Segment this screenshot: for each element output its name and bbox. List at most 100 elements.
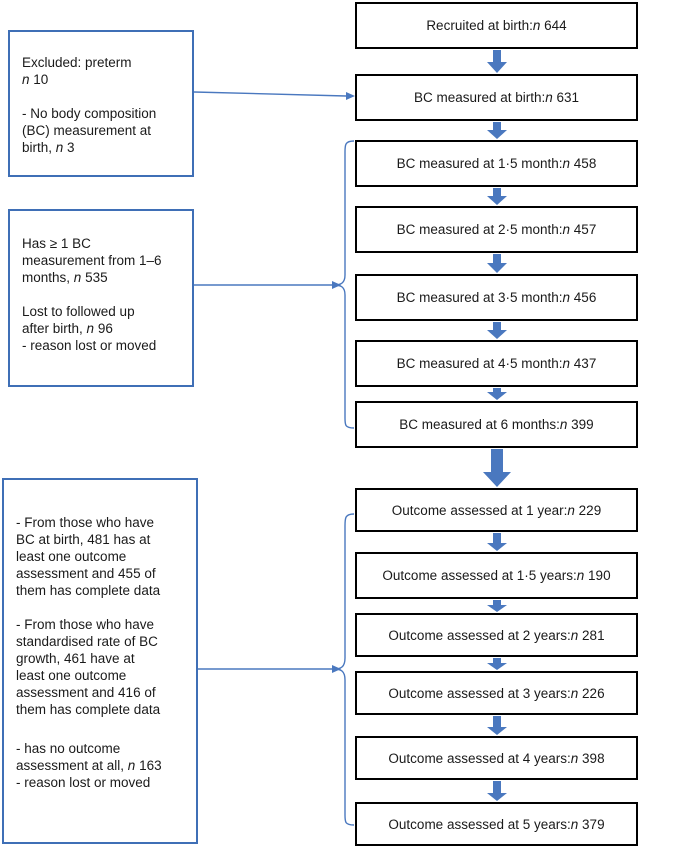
down-arrow — [487, 50, 507, 73]
outcome-line: assessment and 455 of — [16, 566, 156, 581]
followup-line: Has ≥ 1 BC — [22, 236, 91, 251]
n-symbol: n — [562, 222, 571, 237]
n-symbol: n — [559, 417, 568, 432]
outcome-line: growth, 461 have at — [16, 651, 135, 666]
n-symbol: n — [532, 18, 541, 33]
followup-text: after birth, — [22, 321, 87, 336]
brace-bracket — [333, 140, 355, 429]
box-label: BC measured at 6 months: — [399, 417, 560, 432]
box-outcome-3-years: Outcome assessed at 3 years: n 226 — [355, 671, 638, 715]
n-symbol: n — [127, 758, 136, 773]
box-label: Outcome assessed at 1 year: — [391, 502, 568, 518]
box-label: BC measured at 3·5 month: — [396, 290, 563, 305]
box-label: BC measured at 4·5 month: — [396, 356, 563, 371]
followup-count: 96 — [97, 321, 113, 336]
box-label: Outcome assessed at 5 years: — [388, 816, 571, 832]
excluded-count: 3 — [67, 140, 75, 155]
followup-line: - reason lost or moved — [22, 338, 157, 353]
outcome-line: standardised rate of BC — [16, 634, 158, 649]
box-bc-3-5-month: BC measured at 3·5 month: n 456 — [355, 274, 638, 321]
n-symbol: n — [73, 270, 82, 285]
followup-line: months, n 535 — [22, 269, 182, 286]
excluded-line: Excluded: preterm — [22, 55, 132, 70]
box-bc-1-5-month: BC measured at 1·5 month: n 458 — [355, 140, 638, 187]
n-symbol: n — [570, 816, 579, 832]
spacer — [22, 88, 182, 105]
box-recruited: Recruited at birth: n 644 — [355, 2, 638, 49]
down-arrow — [487, 781, 507, 801]
followup-count: 535 — [85, 270, 108, 285]
box-count: 281 — [582, 627, 605, 643]
followup-line: measurement from 1–6 — [22, 253, 162, 268]
outcome-line: assessment at all, n 163 — [16, 757, 186, 774]
n-symbol: n — [545, 90, 553, 105]
box-bc-4-5-month: BC measured at 4·5 month: n 437 — [355, 340, 638, 387]
followup-line: Lost to followed up — [22, 304, 135, 319]
outcome-line: BC at birth, 481 has at — [16, 532, 151, 547]
down-arrow — [487, 322, 507, 339]
arrow-head — [332, 281, 341, 289]
box-count: 437 — [573, 356, 597, 371]
box-outcome-1-year: Outcome assessed at 1 year: n 229 — [355, 488, 638, 532]
followup-line: after birth, n 96 — [22, 320, 182, 337]
down-arrow — [487, 388, 507, 400]
excluded-line: - No body composition — [22, 106, 157, 121]
box-outcome-1-5-years: Outcome assessed at 1·5 years: n 190 — [355, 552, 638, 599]
box-label: BC measured at birth: — [413, 90, 546, 105]
box-count: 456 — [573, 290, 597, 305]
excluded-line: n 10 — [22, 71, 182, 88]
down-arrow — [487, 254, 507, 273]
excluded-line: (BC) measurement at — [22, 123, 152, 138]
box-count: 457 — [573, 222, 597, 237]
excluded-box: Excluded: preterm n 10 - No body composi… — [8, 30, 194, 177]
outcome-summary-box: - From those who have BC at birth, 481 h… — [2, 478, 198, 844]
box-label: BC measured at 1·5 month: — [396, 156, 563, 171]
box-outcome-5-years: Outcome assessed at 5 years: n 379 — [355, 802, 638, 846]
arrow-head — [332, 665, 341, 673]
spacer — [16, 599, 186, 616]
spacer — [16, 718, 186, 740]
box-count: 398 — [582, 750, 605, 766]
outcome-line: - has no outcome — [16, 741, 121, 756]
box-bc-birth: BC measured at birth: n 631 — [355, 74, 638, 121]
n-symbol: n — [22, 72, 30, 87]
box-label: Outcome assessed at 1·5 years: — [382, 568, 577, 583]
box-label: Outcome assessed at 2 years: — [388, 627, 571, 643]
down-arrow — [487, 658, 507, 670]
box-count: 229 — [578, 502, 602, 518]
box-label: Outcome assessed at 3 years: — [388, 685, 571, 701]
connector-line — [193, 91, 347, 97]
down-arrow — [487, 188, 507, 205]
excluded-line: birth, n 3 — [22, 139, 182, 156]
n-symbol: n — [562, 156, 571, 171]
box-count: 379 — [582, 816, 605, 832]
excluded-count: 10 — [33, 72, 49, 87]
outcome-line: - reason lost or moved — [16, 775, 151, 790]
box-bc-6-months: BC measured at 6 months: n 399 — [355, 401, 638, 448]
outcome-line: - From those who have — [16, 515, 155, 530]
box-count: 644 — [544, 18, 567, 33]
box-bc-2-5-month: BC measured at 2·5 month: n 457 — [355, 206, 638, 253]
down-arrow — [483, 449, 511, 487]
n-symbol: n — [86, 321, 95, 336]
spacer — [22, 286, 182, 303]
n-symbol: n — [570, 750, 579, 766]
excluded-text: birth, — [22, 140, 56, 155]
box-count: 399 — [571, 417, 594, 432]
n-symbol: n — [562, 290, 571, 305]
n-symbol: n — [55, 140, 64, 155]
box-label: Recruited at birth: — [426, 18, 533, 33]
outcome-line: least one outcome — [16, 668, 127, 683]
followup-text: months, — [22, 270, 74, 285]
down-arrow — [487, 533, 507, 551]
box-count: 226 — [582, 685, 605, 701]
outcome-line: - From those who have — [16, 617, 155, 632]
followup-box: Has ≥ 1 BC measurement from 1–6 months, … — [8, 209, 194, 387]
outcome-line: them has complete data — [16, 583, 161, 598]
box-count: 190 — [588, 568, 611, 583]
box-count: 458 — [573, 156, 597, 171]
n-symbol: n — [576, 568, 585, 583]
box-outcome-2-years: Outcome assessed at 2 years: n 281 — [355, 613, 638, 657]
outcome-count: 163 — [139, 758, 162, 773]
box-count: 631 — [556, 90, 580, 105]
